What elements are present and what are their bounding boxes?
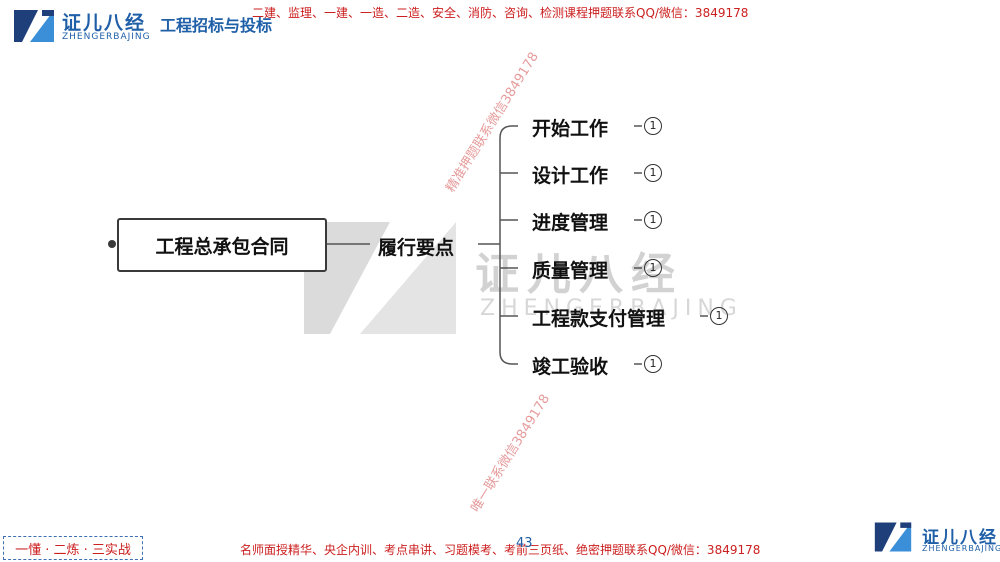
course-title: 工程招标与投标: [160, 16, 273, 35]
watermark-diagonal-text: 精准押题联系微信3849178: [443, 49, 542, 196]
number-badge-icon: 1: [644, 164, 662, 182]
footer-logo-icon: [874, 522, 912, 552]
root-node-handle[interactable]: [108, 240, 116, 248]
page-number: 43: [516, 536, 533, 551]
number-badge-icon: 1: [644, 211, 662, 229]
child-node-start-work[interactable]: 开始工作: [532, 118, 609, 140]
brand-name: 证儿八经: [62, 12, 147, 34]
brand-logo-icon: [14, 10, 54, 42]
number-badge-icon: 1: [644, 117, 662, 135]
header-promo-text: 二建、监理、一建、一造、二造、安全、消防、咨询、检测课程押题联系QQ/微信：38…: [252, 6, 749, 20]
footer-slogan: 一懂 · 二炼 · 三实战: [3, 536, 143, 560]
child-node-quality-mgmt[interactable]: 质量管理: [532, 260, 609, 282]
root-node[interactable]: 工程总承包合同: [117, 218, 327, 272]
footer-promo-text: 名师面授精华、央企内训、考点串讲、习题模考、考前三页纸、绝密押题联系QQ/微信：…: [240, 543, 761, 557]
child-node-payment-mgmt[interactable]: 工程款支付管理: [532, 308, 666, 330]
brand-name-en: ZHENGERBAJING: [62, 32, 151, 42]
footer-brand-name-en: ZHENGERBAJING: [922, 544, 1000, 553]
number-badge-icon: 1: [644, 355, 662, 373]
mid-node[interactable]: 履行要点: [378, 237, 455, 259]
number-badge-icon: 1: [644, 259, 662, 277]
footer-brand-name: 证儿八经: [922, 528, 998, 548]
watermark-brand-en: ZHENGERBAJING: [480, 296, 743, 321]
watermark-diagonal-text: 唯一联系微信3849178: [468, 391, 554, 516]
child-node-design-work[interactable]: 设计工作: [532, 165, 609, 187]
root-node-label: 工程总承包合同: [155, 235, 289, 258]
number-badge-icon: 1: [710, 307, 728, 325]
watermark-brand-text: 证儿八经: [475, 249, 683, 300]
child-node-progress-mgmt[interactable]: 进度管理: [532, 212, 609, 234]
child-node-completion-acceptance[interactable]: 竣工验收: [532, 356, 609, 378]
footer-slogan-text: 一懂 · 二炼 · 三实战: [15, 542, 131, 558]
